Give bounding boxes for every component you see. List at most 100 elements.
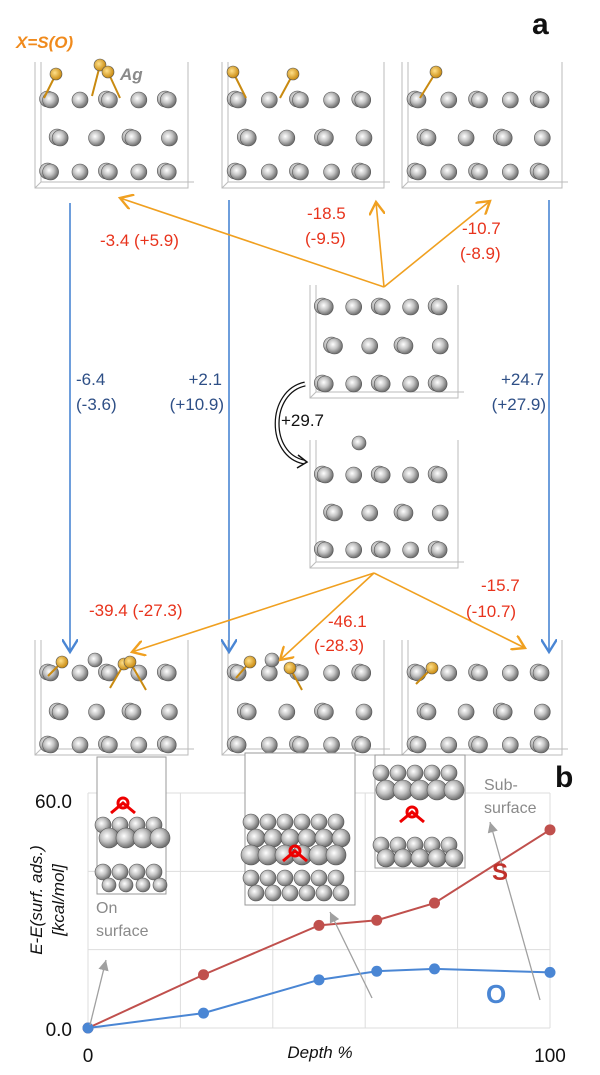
atom [229, 163, 247, 181]
atom [260, 163, 278, 181]
atom [316, 466, 334, 484]
atom [533, 129, 551, 147]
atom [402, 298, 419, 316]
atom [49, 67, 63, 81]
slab [401, 62, 568, 189]
atom [345, 466, 363, 484]
atom [246, 828, 266, 848]
slab-cell-frame [309, 285, 464, 399]
atom [71, 736, 89, 754]
atom [502, 91, 519, 109]
orange-arrow-top-mid [376, 202, 384, 288]
atom [123, 655, 137, 669]
atom [264, 652, 280, 668]
atom [316, 541, 334, 559]
atom [444, 848, 464, 868]
energy-bot-mid-paren: (-28.3) [314, 636, 364, 655]
orange-arrow-bot-mid [280, 572, 375, 660]
data-point-O [198, 1007, 209, 1019]
atom [239, 703, 257, 721]
metal-legend: Ag [119, 65, 143, 84]
atom [355, 129, 373, 147]
atom [502, 664, 519, 682]
atom [101, 664, 118, 682]
energy-vacancy: +29.7 [281, 411, 324, 430]
data-point-S [544, 824, 556, 836]
atom [440, 664, 458, 682]
orange-arrow-bot-left [132, 572, 375, 652]
atom [471, 91, 488, 109]
atom [396, 504, 414, 522]
atom [286, 67, 300, 81]
atom [457, 129, 475, 147]
atom [93, 58, 107, 72]
slab-structures [34, 58, 568, 756]
atom [402, 375, 419, 393]
atom [372, 764, 390, 782]
atom [278, 703, 296, 721]
reaction-arrows [70, 198, 549, 660]
atom [373, 466, 391, 484]
inset-pointer-arrows [89, 821, 541, 1026]
atom [393, 848, 413, 868]
atom [323, 163, 340, 181]
atom [502, 163, 519, 181]
atom [315, 884, 333, 902]
atom [260, 736, 278, 754]
energy-top-mid-paren: (-9.5) [305, 229, 346, 248]
atom [409, 664, 427, 682]
atom [292, 163, 309, 181]
atom [345, 298, 363, 316]
atom [159, 91, 177, 109]
atom [101, 65, 115, 79]
atom [430, 541, 448, 559]
atom [332, 884, 350, 902]
atom [293, 813, 311, 831]
atom [361, 504, 379, 522]
data-point-O [82, 1022, 94, 1034]
atom [323, 736, 340, 754]
slab [221, 640, 390, 756]
atom [354, 163, 372, 181]
series-line-S [87, 828, 551, 1029]
atom [532, 163, 550, 181]
data-point-O [429, 963, 440, 975]
atom [259, 813, 277, 831]
atom [263, 828, 283, 848]
atom [124, 703, 142, 721]
energy-top-left: -3.4 (+5.9) [100, 231, 179, 250]
oxygen-atom [288, 844, 302, 858]
atom [425, 661, 439, 675]
atom [276, 813, 294, 831]
atom [159, 736, 177, 754]
data-point-O [371, 965, 383, 977]
atom [354, 664, 372, 682]
on-surface-label-2: surface [96, 923, 149, 940]
atom [495, 129, 513, 147]
atom [325, 844, 347, 866]
atom [101, 736, 118, 754]
panel-a-label: a [532, 8, 549, 41]
data-point-S [371, 914, 383, 926]
atom [297, 828, 317, 848]
atom [159, 163, 177, 181]
atom [440, 91, 458, 109]
atom [409, 91, 427, 109]
energy-top-mid: -18.5 [307, 204, 346, 223]
atom [430, 466, 448, 484]
atom [345, 541, 363, 559]
atom [293, 869, 311, 887]
energy-top-right: -10.7 [462, 219, 501, 238]
energy-vert-right-paren: (+27.9) [492, 395, 546, 414]
atom [42, 736, 59, 754]
atom [314, 828, 334, 848]
atom [532, 91, 550, 109]
data-point-O [544, 966, 556, 978]
atom [145, 863, 163, 881]
panel-b-label: b [555, 761, 573, 794]
atom [317, 129, 334, 147]
atom [42, 91, 59, 109]
atom [419, 129, 437, 147]
atom [71, 664, 89, 682]
